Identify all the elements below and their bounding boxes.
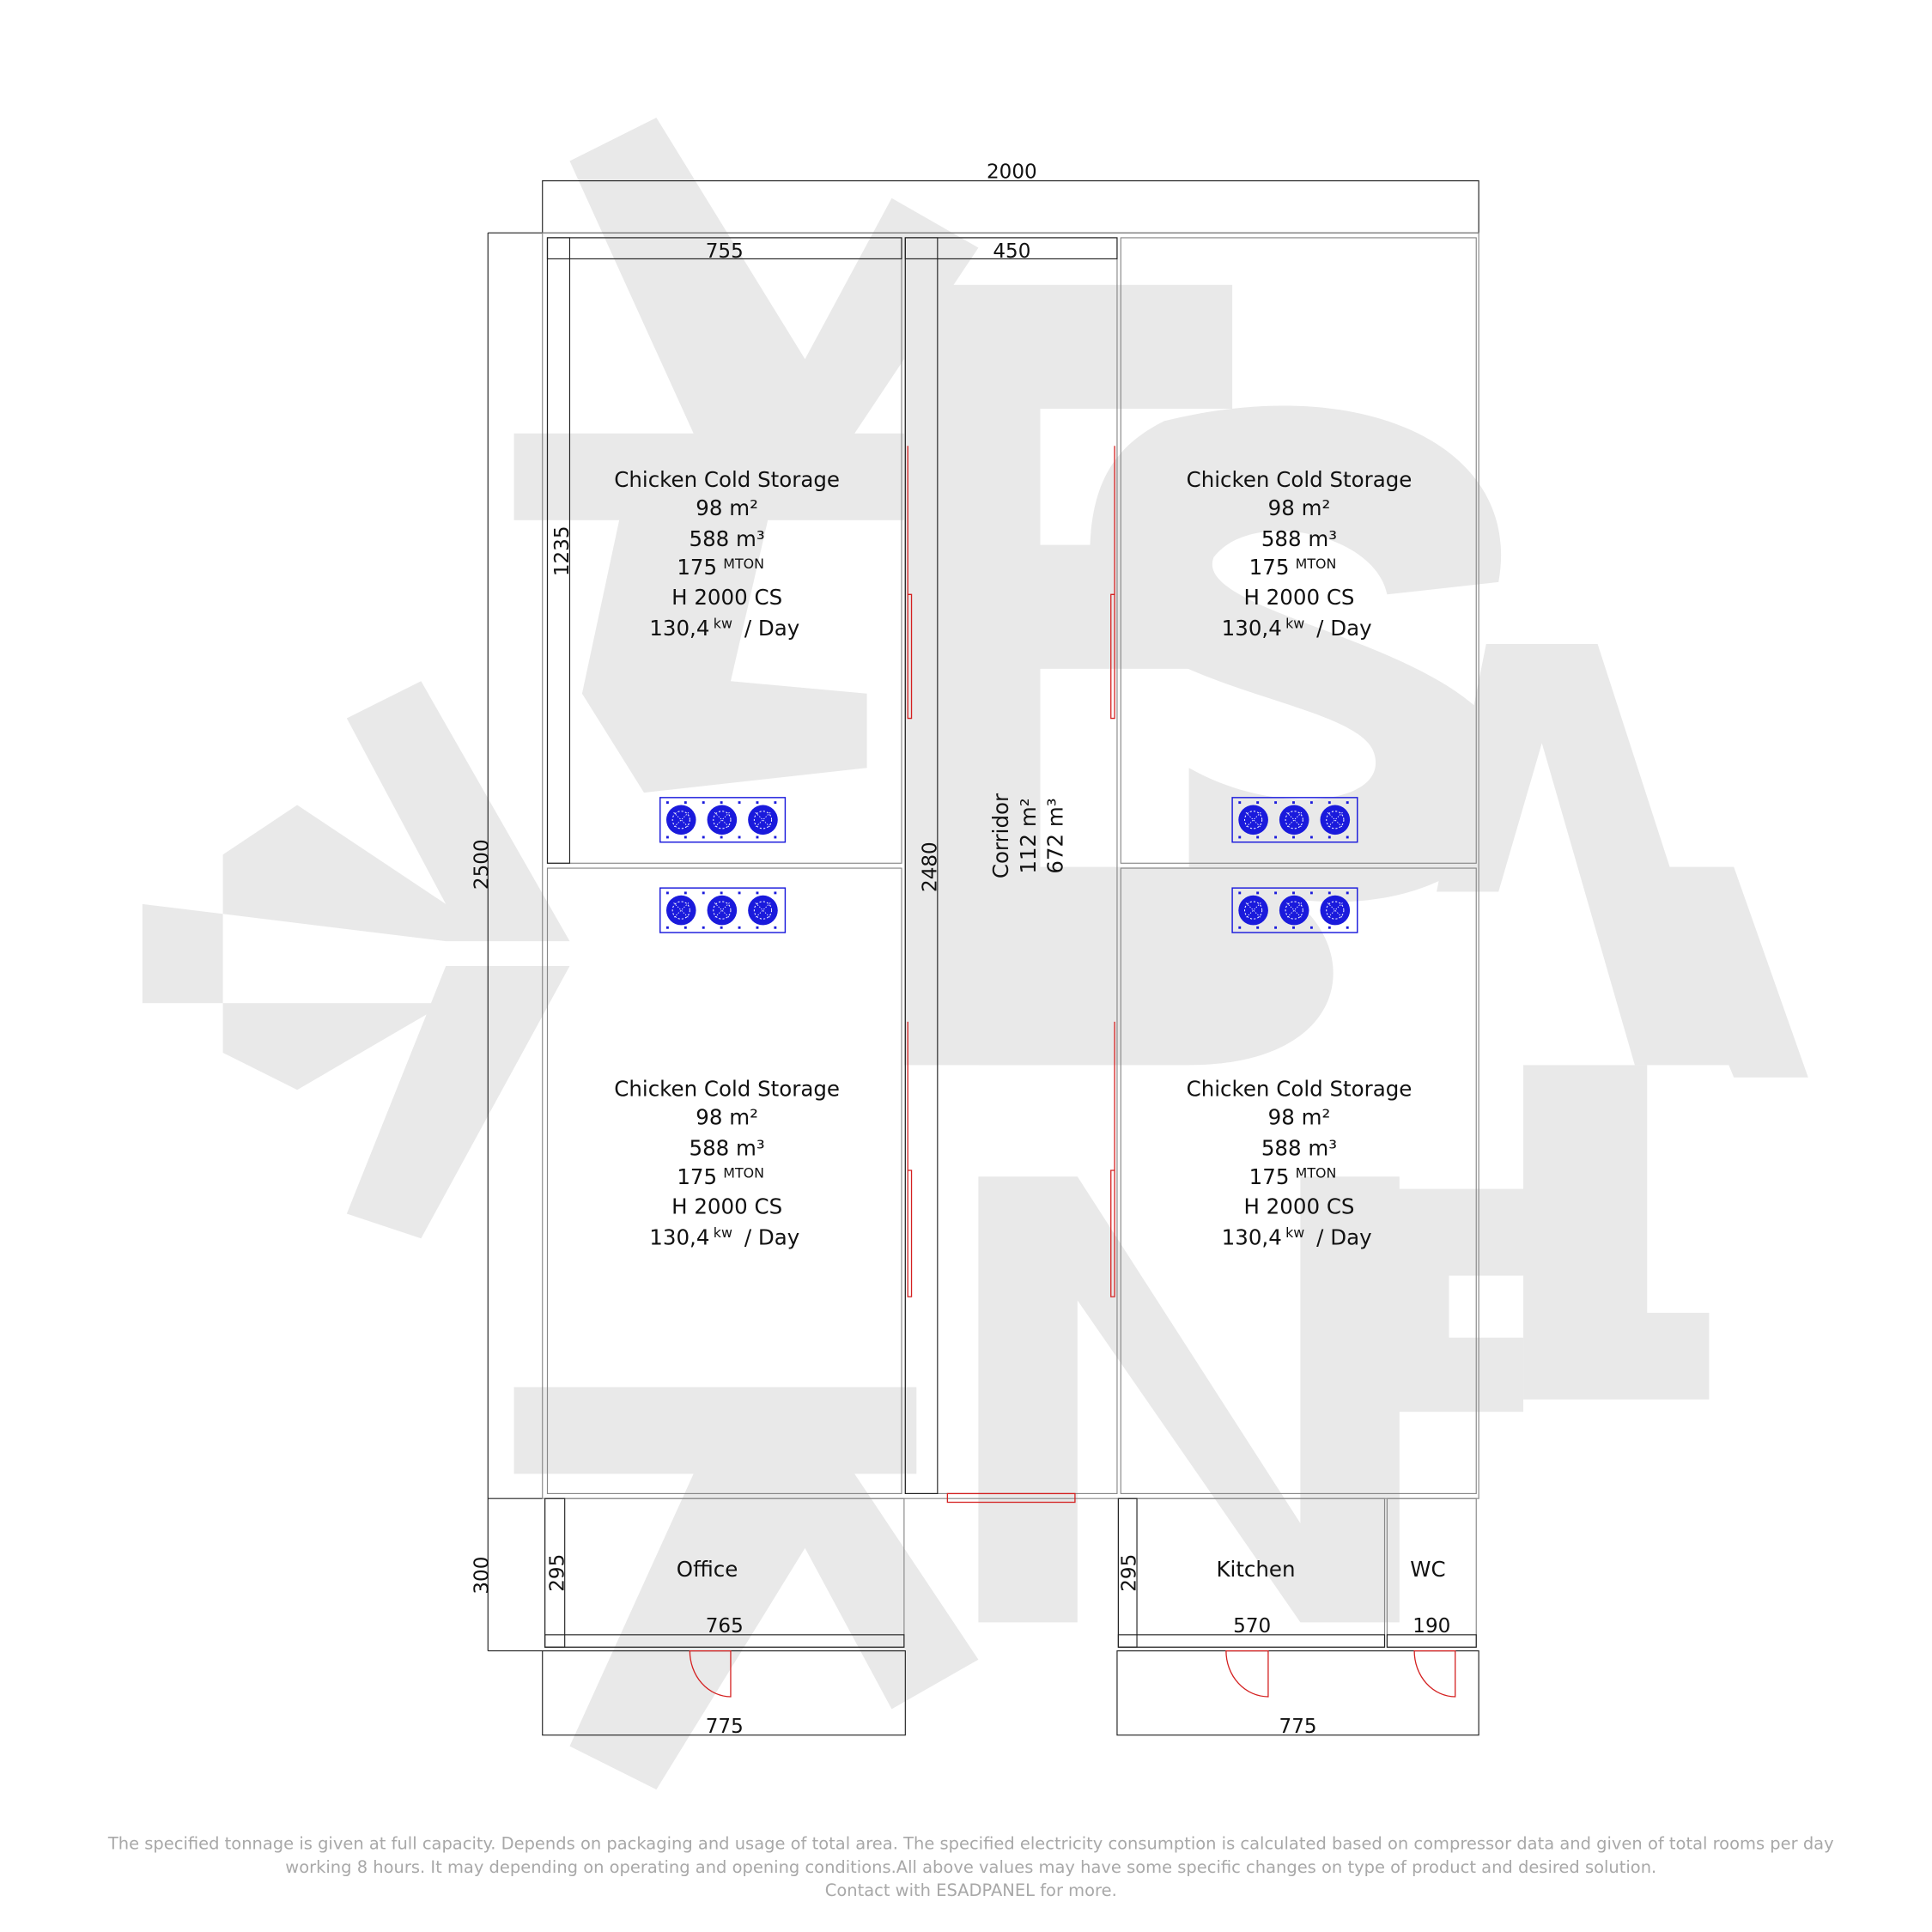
kitchen-depth-label: 295 [1119,1554,1141,1592]
evaporator-unit-icon [1231,887,1358,933]
room-area: 98 m² [1268,495,1331,520]
room-area: 98 m² [696,495,758,520]
fan-icon [1279,805,1309,835]
room-capacity: 175 [677,1164,717,1189]
room-model: H 2000 CS [1243,1194,1354,1218]
room-power-period: / Day [1316,616,1371,641]
room-outline-bottom-left [546,867,902,1494]
room-capacity: 175 [1249,555,1290,580]
room-power: 130,4 [1222,1225,1282,1250]
room-model: H 2000 CS [671,1194,782,1218]
room-capacity-unit: MTON [723,1165,764,1182]
evaporator-unit-icon [1231,797,1358,843]
cold-room-label: Chicken Cold Storage 98 m² 588 m³ H 2000 CS… [1187,1076,1413,1249]
footer-disclaimer-line-1: The specified tonnage is given at full c… [107,1833,1834,1853]
right-block-width-label: 775 [1279,1716,1317,1738]
fan-icon [665,895,696,926]
room-name: Chicken Cold Storage [1187,467,1413,492]
room-power-unit: kw [714,615,732,631]
fan-icon [1320,895,1351,926]
room-capacity: 175 [1249,1164,1290,1189]
office-width-label: 765 [706,1615,744,1637]
room-power: 130,4 [649,1225,709,1250]
wc-width-label: 190 [1413,1615,1450,1637]
room-capacity: 175 [677,555,717,580]
wc-door [1413,1649,1456,1698]
fan-icon [748,895,778,926]
room-power-unit: kw [1285,1224,1304,1241]
office-door [689,1649,732,1698]
kitchen-label: Kitchen [1216,1557,1295,1582]
room-outline-bottom-right [1120,867,1477,1494]
room-power-unit: kw [714,1224,732,1241]
room-outline-top-right [1120,237,1477,864]
front-depth-label: 300 [471,1557,493,1595]
room-volume: 588 m³ [1261,1136,1337,1161]
total-length-label: 2500 [471,839,493,890]
esadpanel-watermark-logo [142,118,1808,1790]
room-area: 98 m² [696,1105,758,1130]
room-capacity-unit: MTON [723,556,764,572]
cold-room-doors [907,446,1115,1504]
room-power-period: / Day [744,1225,799,1250]
left-block-width-label: 775 [706,1716,744,1738]
room-volume: 588 m³ [690,1136,765,1161]
room-power: 130,4 [649,616,709,641]
cold-room-label: Chicken Cold Storage 98 m² 588 m³ H 2000 CS… [614,1076,840,1249]
cold-room-label: Chicken Cold Storage 98 m² 588 m³ H 2000 CS… [614,467,840,641]
fan-icon [707,895,738,926]
office-depth-label: 295 [546,1554,568,1592]
room-power-period: / Day [1316,1225,1371,1250]
room-volume: 588 m³ [690,526,765,551]
office-label: Office [677,1557,738,1582]
corridor-area: 112 m² [1016,798,1041,873]
corridor-label: Corridor 112 m² 672 m³ [988,793,1067,878]
room-power-period: / Day [744,616,799,641]
room-width-label: 755 [706,240,744,263]
corridor-volume: 672 m³ [1043,798,1068,873]
fan-icon [1320,805,1351,835]
evaporator-unit-icon [659,887,787,933]
kitchen-width-label: 570 [1233,1615,1271,1637]
front-annex [542,1498,1479,1736]
cold-room-label: Chicken Cold Storage 98 m² 588 m³ H 2000 CS… [1187,467,1413,641]
corridor-length-label: 2480 [919,841,941,892]
fan-icon [1238,805,1268,835]
room-area: 98 m² [1268,1105,1331,1130]
evaporator-unit-icon [659,797,787,843]
kitchen-door [1225,1649,1269,1698]
corridor-name: Corridor [988,793,1013,878]
corridor-width-label: 450 [993,240,1030,263]
room-model: H 2000 CS [1243,585,1354,610]
total-width-label: 2000 [987,161,1037,184]
room-name: Chicken Cold Storage [1187,1076,1413,1101]
wc-label: WC [1410,1557,1445,1582]
fan-icon [748,805,778,835]
fan-icon [707,805,738,835]
room-name: Chicken Cold Storage [614,1076,840,1101]
fan-icon [1279,895,1309,926]
room-power-unit: kw [1285,615,1304,631]
room-volume: 588 m³ [1261,526,1337,551]
building-walls [542,232,1479,1499]
footer-disclaimer-line-2: working 8 hours. It may depending on ope… [285,1857,1656,1877]
room-capacity-unit: MTON [1296,556,1337,572]
room-length-label: 1235 [551,526,574,576]
fan-icon [665,805,696,835]
room-name: Chicken Cold Storage [614,467,840,492]
fan-icon [1238,895,1268,926]
room-model: H 2000 CS [671,585,782,610]
footer-contact-line: Contact with ESADPANEL for more. [825,1880,1117,1900]
room-power: 130,4 [1222,616,1282,641]
corridor-entrance-door [946,1492,1076,1504]
room-capacity-unit: MTON [1296,1165,1337,1182]
